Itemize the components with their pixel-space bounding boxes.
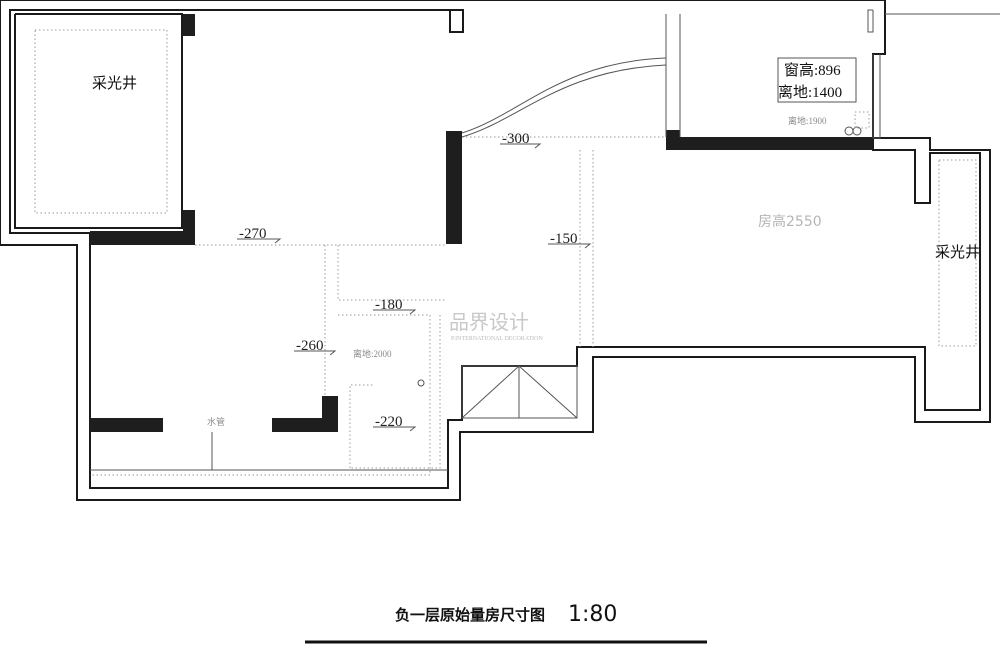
window-sill-text: 离地:1400 bbox=[778, 84, 842, 101]
step-line-220 bbox=[90, 314, 431, 476]
fixture-circle-2 bbox=[852, 126, 862, 136]
dim-300: -300 bbox=[502, 131, 530, 147]
note-water-pipe: 水管 bbox=[207, 416, 225, 427]
watermark-brand: 品界设计 bbox=[449, 310, 529, 334]
dim-220-mark bbox=[373, 426, 417, 432]
fixture-circle-3 bbox=[417, 379, 425, 387]
dim-300-mark bbox=[500, 143, 542, 149]
dim-270: -270 bbox=[239, 226, 267, 242]
fixture-circle-1 bbox=[844, 126, 854, 136]
inner-wall-right bbox=[867, 9, 874, 33]
note-height-1900: 离地:1900 bbox=[788, 115, 827, 126]
light-well-left-label: 采光井 bbox=[92, 74, 137, 92]
light-well-right-inner bbox=[938, 159, 977, 347]
watermark-sub: P.INTERNATIONAL DECORATION bbox=[451, 336, 543, 342]
room-height-label: 房高2550 bbox=[758, 213, 822, 230]
window-note-box bbox=[777, 57, 857, 103]
dim-220: -220 bbox=[375, 414, 403, 430]
step-line-inner bbox=[350, 315, 441, 469]
fixture-box bbox=[854, 111, 870, 129]
light-well-left-inner bbox=[34, 29, 168, 214]
right-window bbox=[872, 54, 881, 139]
wall-block-2 bbox=[446, 131, 462, 244]
dim-260-mark bbox=[294, 350, 337, 356]
drawing-scale: 1:80 bbox=[568, 602, 617, 627]
dim-270-mark bbox=[237, 238, 282, 244]
wall-block-4 bbox=[666, 137, 873, 150]
door-swing-arc-2 bbox=[461, 57, 667, 134]
dim-260: -260 bbox=[296, 338, 324, 354]
inner-wall bbox=[9, 9, 981, 489]
dim-180-mark bbox=[373, 309, 417, 315]
wall-block-6 bbox=[272, 418, 338, 432]
wall-block-1 bbox=[90, 231, 195, 245]
note-height-2000: 离地:2000 bbox=[353, 348, 392, 359]
light-well-right-label: 采光井 bbox=[935, 243, 980, 261]
light-well-left-frame bbox=[14, 13, 183, 229]
step-line-180 bbox=[337, 245, 445, 301]
step-line-220b bbox=[349, 384, 375, 468]
window-height-text: 窗高:896 bbox=[784, 61, 841, 79]
dim-150: -150 bbox=[550, 231, 578, 247]
wall-block-5 bbox=[90, 418, 163, 432]
wall-block-7 bbox=[322, 396, 338, 432]
dim-180: -180 bbox=[375, 297, 403, 313]
drawing-title: 负一层原始量房尺寸图 bbox=[395, 606, 545, 624]
door-swing-arc bbox=[461, 64, 667, 138]
column-1 bbox=[183, 14, 195, 36]
dim-150-mark bbox=[548, 243, 592, 249]
